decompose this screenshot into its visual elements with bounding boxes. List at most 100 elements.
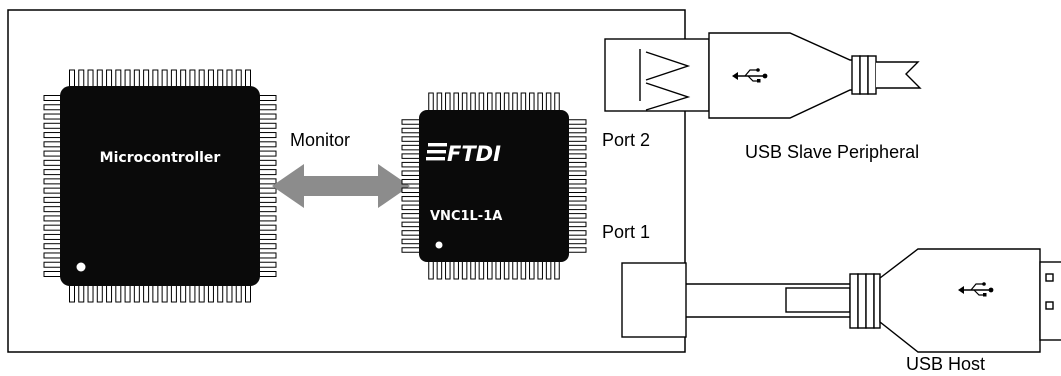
monitor-label: Monitor <box>290 130 350 150</box>
chip-pin <box>189 69 196 89</box>
chip-pin <box>106 283 113 303</box>
chip-pin <box>43 141 63 148</box>
chip-pin <box>43 187 63 194</box>
microcontroller-pin1-dot <box>76 262 86 272</box>
chip-pin <box>401 161 422 168</box>
chip-pin <box>245 69 251 89</box>
chip-pin <box>401 127 422 134</box>
chip-pin <box>170 283 177 303</box>
chip-pin <box>453 92 459 113</box>
chip-pin <box>495 259 501 280</box>
chip-pin <box>257 206 277 213</box>
chip-pin <box>43 122 63 129</box>
chip-pin <box>428 259 434 280</box>
chip-pin <box>124 283 131 303</box>
chip-pin <box>545 259 552 280</box>
chip-pin <box>257 104 277 111</box>
chip-pin <box>226 283 233 303</box>
usb-host-plug-body <box>879 248 1041 353</box>
chip-pin <box>207 283 214 303</box>
microcontroller-chip: Microcontroller <box>43 69 277 303</box>
usb-host-cable-inner <box>785 287 851 313</box>
usb-host-label: USB Host <box>906 354 985 374</box>
chip-pin <box>520 259 527 280</box>
chip-pin <box>87 69 94 89</box>
chip-pin <box>529 259 535 280</box>
port2-label: Port 2 <box>602 130 650 150</box>
chip-pin <box>43 261 63 268</box>
chip-pin <box>478 259 485 280</box>
chip-pin <box>257 122 277 129</box>
chip-pin <box>257 196 277 203</box>
chip-pin <box>43 178 63 185</box>
chip-pin <box>257 252 277 259</box>
chip-pin <box>257 261 277 268</box>
chip-pin <box>512 259 518 280</box>
chip-pin <box>566 119 587 125</box>
chip-pin <box>43 113 63 120</box>
chip-pin <box>43 243 63 250</box>
usb-host <box>621 248 1061 353</box>
chip-pin <box>566 230 587 236</box>
chip-pin <box>198 69 205 89</box>
chip-pin <box>401 230 422 236</box>
chip-pin <box>43 132 63 139</box>
chip-pin <box>257 159 277 166</box>
vnc1l-pins <box>401 92 587 280</box>
chip-pin <box>401 204 422 211</box>
chip-pin <box>453 259 459 280</box>
chip-pin <box>436 259 443 280</box>
chip-pin <box>566 213 587 219</box>
chip-pin <box>529 92 535 113</box>
chip-pin <box>566 127 587 134</box>
chip-pin <box>257 169 277 176</box>
chip-pin <box>257 178 277 185</box>
chip-pin <box>43 150 63 157</box>
chip-pin <box>96 283 103 303</box>
chip-pin <box>43 169 63 176</box>
monitor-arrow <box>272 164 410 208</box>
chip-pin <box>78 69 85 89</box>
chip-pin <box>245 283 251 303</box>
chip-pin <box>436 92 443 113</box>
chip-pin <box>69 283 75 303</box>
vnc1l-body <box>419 110 569 262</box>
chip-pin <box>401 221 422 228</box>
chip-pin <box>401 247 422 253</box>
chip-pin <box>470 259 476 280</box>
chip-pin <box>566 178 587 185</box>
chip-pin <box>566 196 587 202</box>
vnc1l-chip: FTDI VNC1L-1A <box>401 92 587 280</box>
chip-pin <box>106 69 113 89</box>
usb-slave-plug-body <box>708 32 861 119</box>
chip-pin <box>566 247 587 253</box>
chip-pin <box>43 196 63 203</box>
chip-pin <box>554 92 560 113</box>
chip-pin <box>487 92 493 113</box>
chip-pin <box>478 92 485 113</box>
chip-pin <box>401 238 422 245</box>
chip-pin <box>257 271 277 277</box>
chip-pin <box>43 104 63 111</box>
chip-pin <box>133 283 140 303</box>
chip-pin <box>143 69 150 89</box>
chip-pin <box>115 283 122 303</box>
chip-pin <box>69 69 75 89</box>
chip-pin <box>401 136 422 142</box>
chip-pin <box>566 221 587 228</box>
usb-slave-label: USB Slave Peripheral <box>745 142 919 162</box>
ftdi-logo-icon <box>426 143 447 161</box>
chip-pin <box>43 215 63 222</box>
chip-pin <box>180 69 187 89</box>
chip-pin <box>487 259 493 280</box>
chip-pin <box>43 233 63 240</box>
chip-pin <box>566 161 587 168</box>
usb-slave-cable <box>876 61 922 89</box>
vnc1l-brand: FTDI <box>447 142 501 166</box>
chip-pin <box>257 224 277 231</box>
chip-pin <box>566 153 587 159</box>
chip-pin <box>445 259 451 280</box>
chip-pin <box>257 243 277 250</box>
chip-pin <box>87 283 94 303</box>
chip-pin <box>554 259 560 280</box>
